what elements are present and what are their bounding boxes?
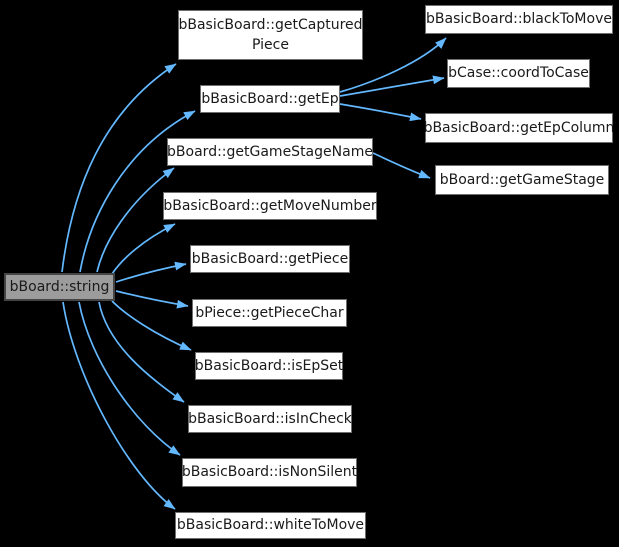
edge-string-to-getMoveNumber	[111, 223, 176, 275]
graph-node-getPieceChar[interactable]: bPiece::getPieceChar	[192, 299, 347, 327]
graph-node-getCapturedPiece[interactable]: bBasicBoard::getCaptured Piece	[178, 10, 363, 60]
graph-node-getEpColumn[interactable]: bBasicBoard::getEpColumn	[424, 113, 614, 143]
edge-getEp-to-getEpColumn	[339, 103, 422, 122]
graph-node-getPiece[interactable]: bBasicBoard::getPiece	[190, 245, 350, 273]
graph-node-coordToCase[interactable]: bCase::coordToCase	[447, 59, 590, 88]
graph-node-getMoveNumber[interactable]: bBasicBoard::getMoveNumber	[163, 192, 377, 220]
graph-node-getEp[interactable]: bBasicBoard::getEp	[200, 85, 340, 113]
graph-node-isInCheck[interactable]: bBasicBoard::isInCheck	[188, 405, 352, 433]
graph-node-blackToMove[interactable]: bBasicBoard::blackToMove	[425, 5, 613, 34]
graph-node-whiteToMove[interactable]: bBasicBoard::whiteToMove	[175, 512, 366, 539]
edge-string-to-isInCheck	[98, 301, 185, 403]
graph-node-getGameStage[interactable]: bBoard::getGameStage	[435, 165, 609, 195]
graph-node-isEpSet[interactable]: bBasicBoard::isEpSet	[195, 352, 343, 380]
graph-node-getGameStageName[interactable]: bBoard::getGameStageName	[167, 138, 373, 166]
graph-node-string[interactable]: bBoard::string	[4, 273, 115, 301]
graph-node-isNonSilent[interactable]: bBasicBoard::isNonSilent	[182, 458, 357, 487]
edge-string-to-isNonSilent	[78, 301, 181, 456]
edge-string-to-getPieceChar	[115, 290, 189, 309]
edge-string-to-getPiece	[115, 261, 187, 283]
edge-string-to-getGameStageName	[96, 167, 175, 273]
edge-getGameStageName-to-getGameStage	[372, 152, 431, 179]
edge-string-to-whiteToMove	[62, 301, 176, 510]
edge-string-to-getCapturedPiece	[61, 63, 177, 273]
edge-getEp-to-coordToCase	[339, 75, 445, 97]
edge-string-to-isEpSet	[111, 300, 192, 351]
